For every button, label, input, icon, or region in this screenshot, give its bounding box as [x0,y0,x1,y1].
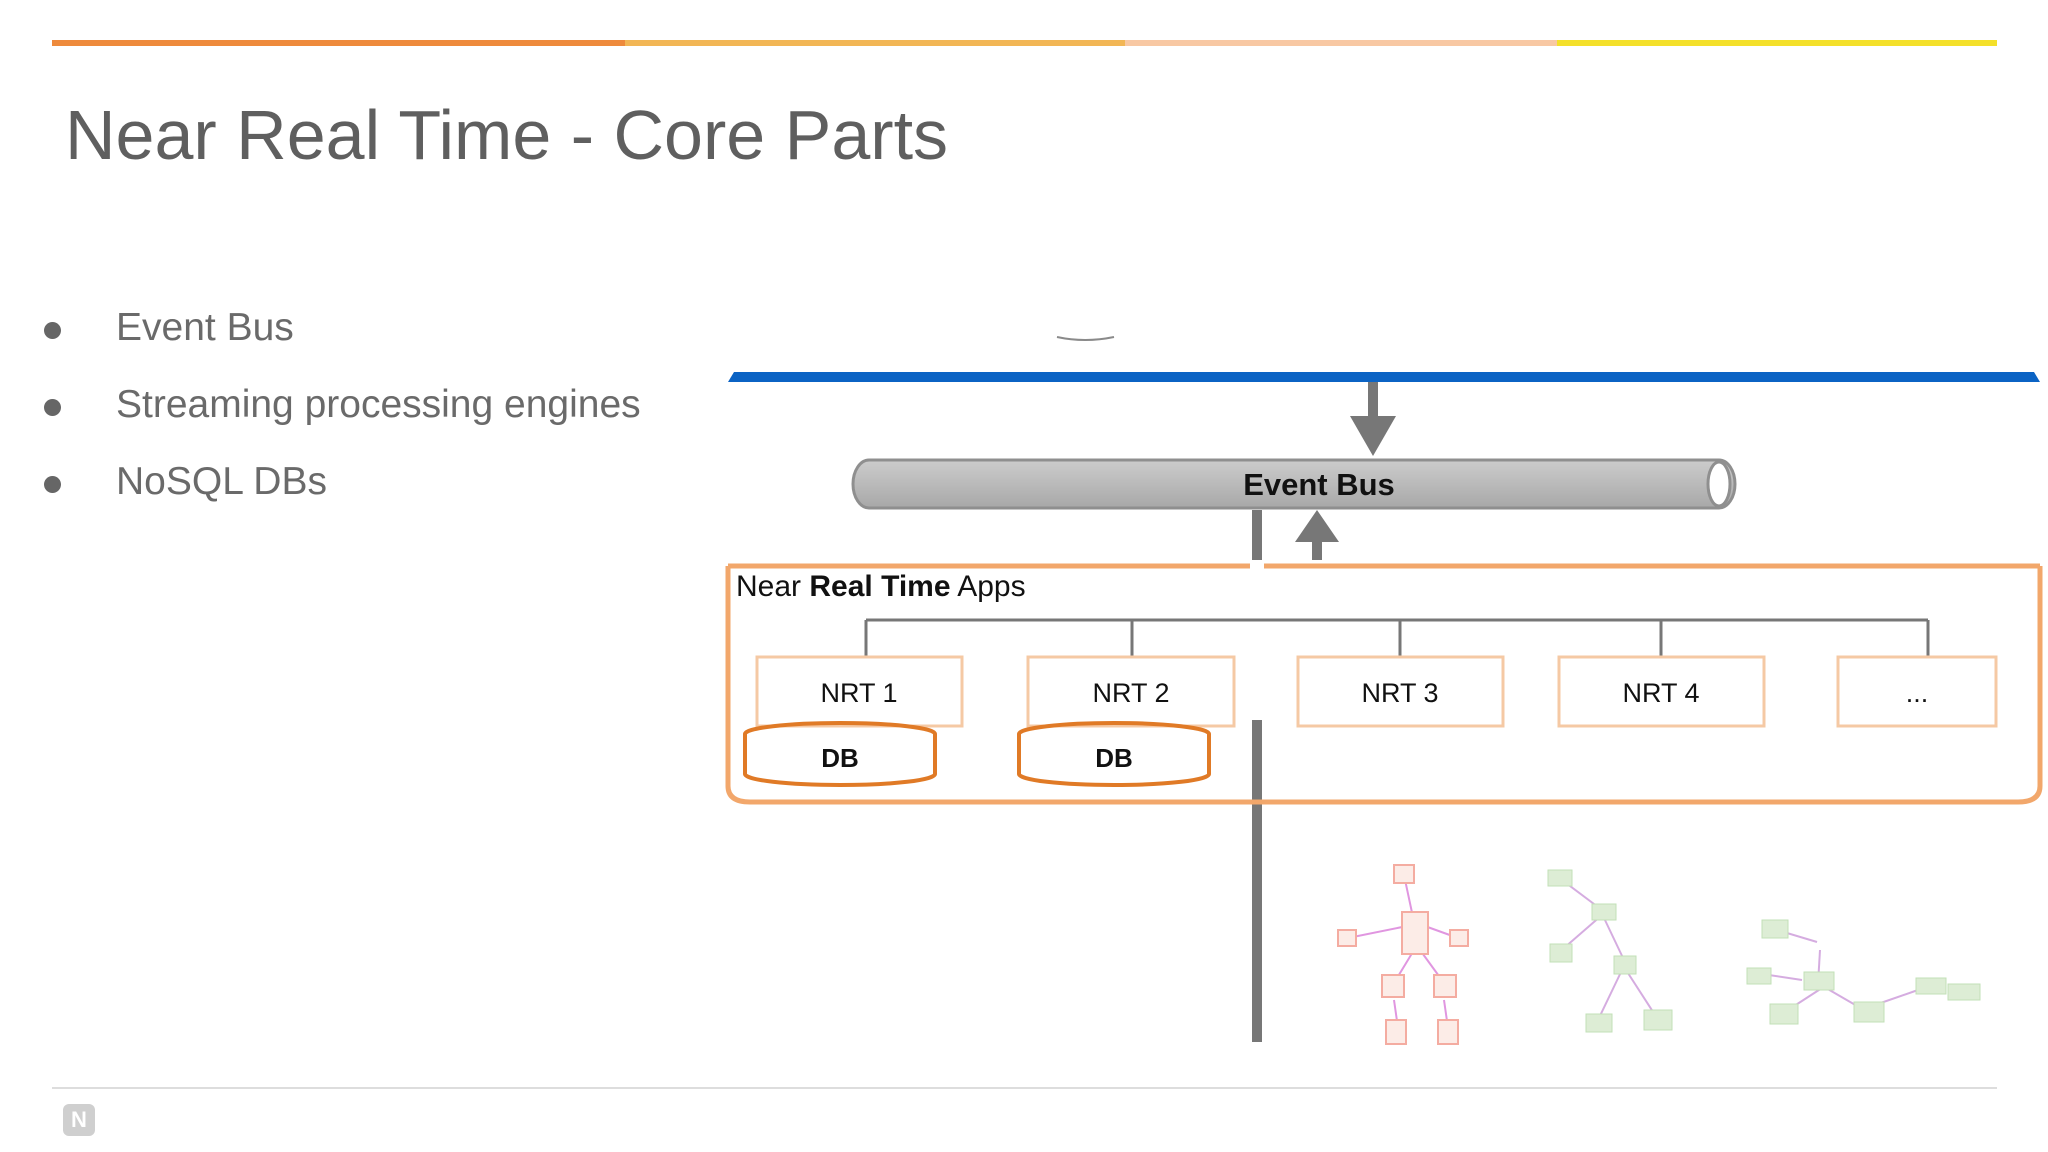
down-arrow-icon [1350,382,1396,456]
tree-sketch-1 [1337,864,1469,1045]
diagram-canvas: Event Bus Near Real Time Apps NRT 1 [725,336,2043,1045]
node-label: NRT 2 [1092,678,1169,708]
node-label: NRT 1 [820,678,897,708]
node-nrt-1: NRT 1 [755,655,964,728]
bullet-dot-icon [44,399,61,416]
top-accent-rule [52,40,1997,46]
accent-segment-3 [1125,40,1557,46]
connector-lines [864,618,1930,656]
bullet-text: Event Bus [116,306,294,349]
presenter-logo-icon: N [63,1104,95,1136]
faded-tree-illustrations [1337,864,1981,1045]
bottom-rule [52,1087,1997,1089]
node-nrt-2: NRT 2 [1026,655,1236,728]
node-nrt-3: NRT 3 [1296,655,1505,728]
node-nrt-4: NRT 4 [1557,655,1766,728]
node-more: ... [1836,655,1998,728]
bullet-dot-icon [44,322,61,339]
db-cylinder-1: DB [743,721,937,787]
slide-title: Near Real Time - Core Parts [65,96,949,174]
node-label: ... [1906,678,1929,708]
bullet-text: NoSQL DBs [116,460,327,503]
group-border [725,566,2043,805]
top-source-line [728,372,2040,382]
group-label: Near Real Time Apps [736,570,1026,603]
curve-mark [1056,336,1115,341]
tree-sketch-3 [1746,919,1981,1025]
event-bus-label: Event Bus [1243,467,1395,502]
accent-segment-1 [52,40,625,46]
architecture-diagram: Event Bus Near Real Time Apps NRT 1 [722,320,2048,1152]
bullet-text: Streaming processing engines [116,383,641,426]
accent-segment-4 [1557,40,1997,46]
node-label: NRT 3 [1361,678,1438,708]
db-label: DB [1095,743,1133,773]
event-bus: Event Bus [851,458,1737,510]
accent-segment-2 [625,40,1125,46]
bullet-dot-icon [44,476,61,493]
bus-vertical-bar [1252,510,1262,1042]
node-label: NRT 4 [1622,678,1699,708]
tree-sketch-2 [1547,869,1673,1033]
db-cylinder-2: DB [1017,721,1211,787]
db-label: DB [821,743,859,773]
